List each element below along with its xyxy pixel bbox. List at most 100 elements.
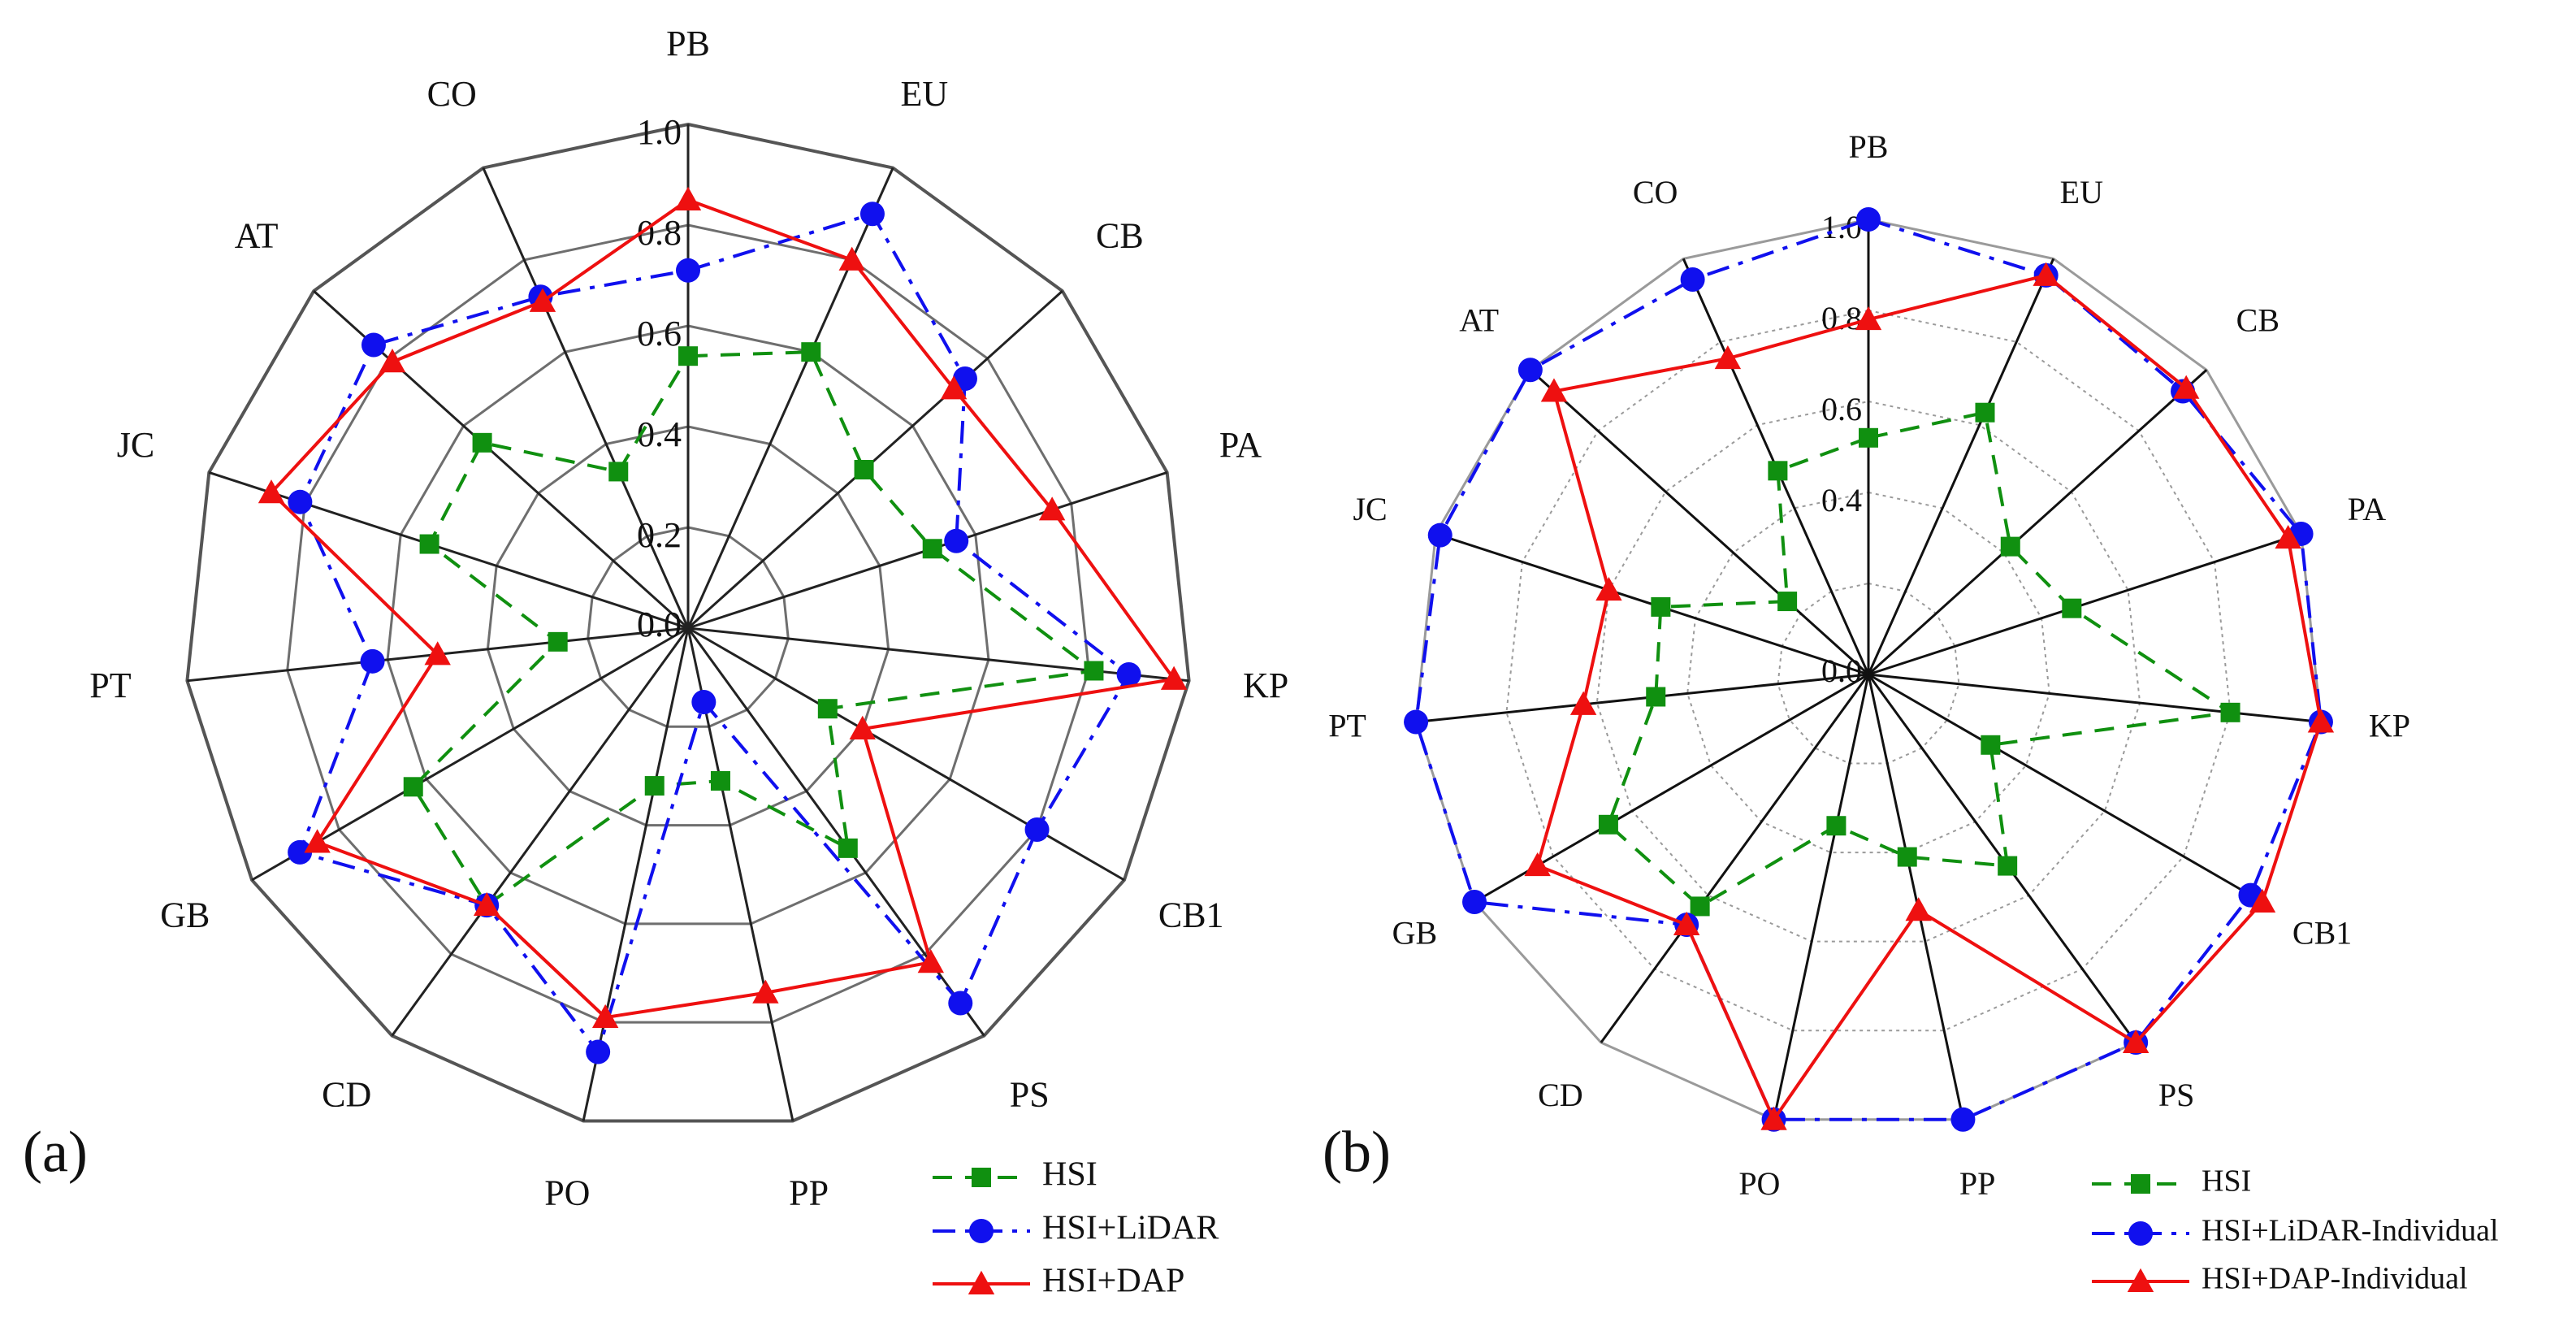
legend-label: HSI [1042,1156,1098,1194]
radial-tick-label: 0.6 [1821,391,1862,427]
series-hsi [1598,402,2240,917]
data-point [674,186,702,210]
series-line [1414,217,2323,1121]
data-point [379,349,406,373]
category-label: JC [1353,491,1387,527]
data-point [1524,852,1551,877]
data-point [917,949,945,973]
category-label: AT [235,216,279,256]
data-point [586,1039,611,1064]
category-label: PB [666,24,710,63]
data-point [2172,375,2200,399]
category-label: PO [544,1173,590,1212]
data-point [854,460,874,480]
data-point [424,641,451,666]
data-point [304,829,331,853]
data-point [1038,496,1066,521]
legend-marker [969,1219,994,1243]
category-label: CD [1538,1077,1583,1113]
grid-spoke [1867,369,2208,676]
category-label: PP [1959,1165,1996,1202]
data-point [548,631,568,652]
radial-tick-label: 0.0 [1821,652,1862,689]
grid-ring [1686,491,2050,854]
legend-marker [968,1270,995,1294]
data-point [752,979,779,1004]
category-label: PA [2348,491,2387,527]
data-point [1646,687,1666,707]
category-label: EU [2060,174,2103,210]
grid-spoke [208,470,689,630]
legend-marker [2128,1221,2153,1246]
data-point [419,534,439,554]
data-point [838,838,858,858]
category-label: AT [1459,302,1499,339]
data-point [472,432,492,453]
grid-spoke [687,626,1189,683]
data-point [1673,911,1700,936]
category-label: PO [1738,1165,1780,1202]
category-label: PT [1328,708,1366,744]
grid-spoke [1867,674,1964,1121]
category-label: PS [2158,1077,2195,1113]
data-point [678,346,698,366]
data-point [2062,598,2082,618]
panel-label: (a) [23,1120,88,1185]
radial-tick-label: 1.0 [637,112,682,152]
series-hsi-dap-individual [1524,262,2335,1130]
data-point [1981,735,2001,755]
data-point [1855,306,1882,331]
data-point [608,462,629,482]
radial-tick-label: 0.0 [637,605,682,644]
data-point [922,539,942,559]
data-point [1950,1107,1976,1132]
data-point [1690,896,1710,917]
data-point [710,770,730,791]
category-label: JC [117,425,154,465]
category-label: KP [1243,666,1288,705]
category-label: CO [427,74,477,114]
data-point [1905,897,1932,921]
grid-ring [587,526,790,728]
radial-tick-label: 0.2 [637,515,682,555]
legend-label: HSI+LiDAR [1042,1210,1219,1247]
data-point [1897,847,1917,867]
data-point [676,258,700,283]
series-line [1606,410,2236,908]
data-point [2033,262,2059,286]
data-point [801,342,821,362]
radar-chart-panel-a: 0.00.20.40.60.81.0PBEUCBPAKPCB1PSPPPOCDG… [23,24,1288,1300]
data-point [2249,888,2276,913]
data-point [288,839,313,865]
data-point [1680,267,1705,292]
data-point [2307,709,2335,733]
series-line [411,350,1098,908]
grid-spoke [391,627,690,1037]
data-point [288,489,313,514]
grid-spoke [1868,673,2322,724]
grid-spoke [1868,673,2263,904]
data-point [258,479,285,504]
data-point [361,332,386,358]
data-point [591,1004,619,1029]
legend-marker [2131,1174,2150,1194]
grid-spoke [1867,258,2055,675]
category-label: EU [900,74,948,114]
data-point [838,246,865,271]
data-point [859,202,885,227]
series-line [269,197,1177,1020]
data-point [1024,817,1050,842]
data-point [2220,702,2240,722]
radar-chart-panel-b: 0.00.40.60.81.0PBEUCBPAKPCB1PSPPPOCDGBPT… [1323,128,2499,1296]
data-point [644,776,665,796]
radial-tick-label: 0.4 [1821,482,1862,518]
category-label: CB1 [1158,895,1224,935]
data-point [817,699,838,719]
grid-spoke [686,290,1063,630]
data-point [1404,709,1429,735]
series-line [1535,273,2323,1123]
grid-spoke [1773,674,1870,1121]
data-point [1975,402,1995,423]
